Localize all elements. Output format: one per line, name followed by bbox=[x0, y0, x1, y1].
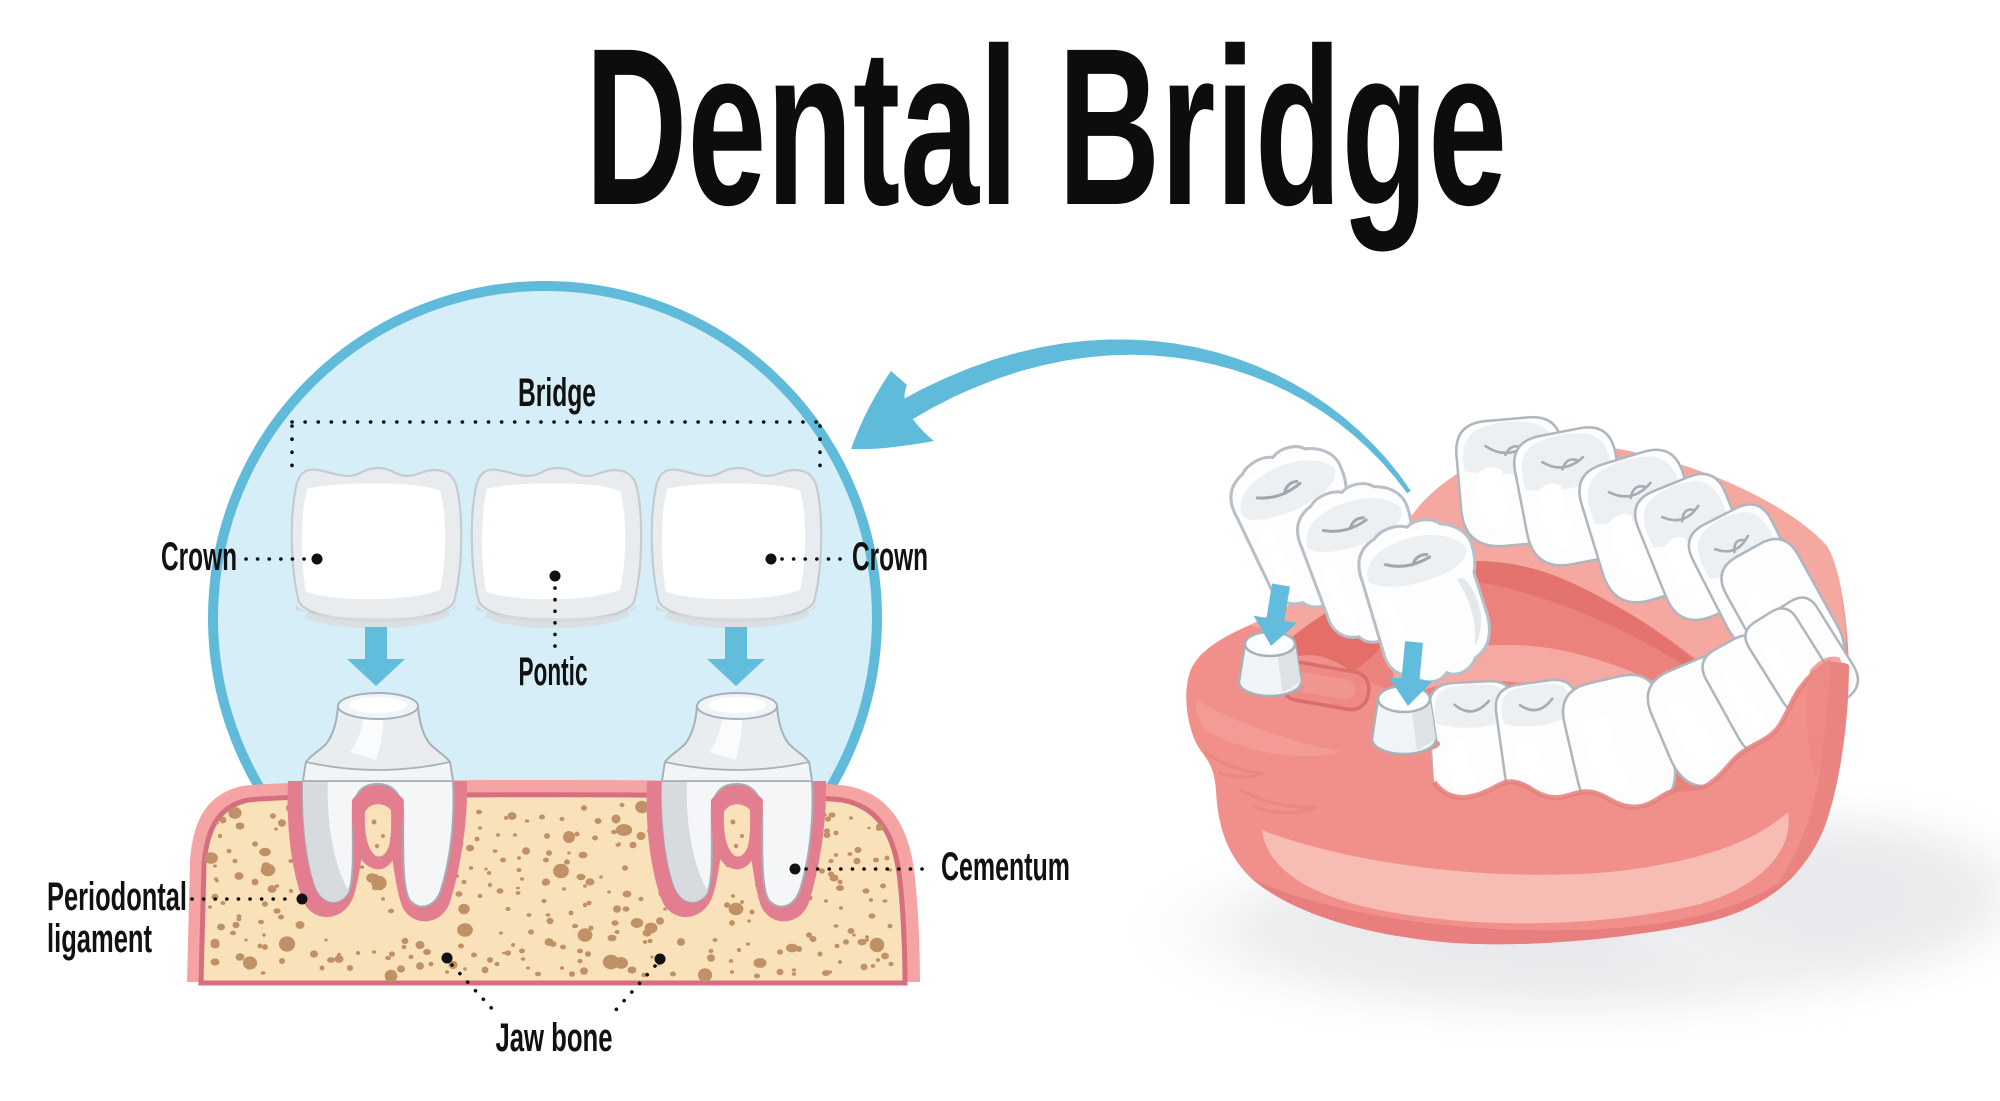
svg-text:Crown: Crown bbox=[852, 535, 928, 579]
svg-text:Pontic: Pontic bbox=[519, 650, 588, 694]
svg-text:Crown: Crown bbox=[161, 535, 237, 579]
svg-text:Bridge: Bridge bbox=[518, 371, 596, 415]
svg-text:Dental Bridge: Dental Bridge bbox=[585, 2, 1507, 252]
svg-text:Jaw bone: Jaw bone bbox=[496, 1016, 613, 1060]
svg-text:ligament: ligament bbox=[47, 917, 152, 961]
svg-text:Periodontal: Periodontal bbox=[47, 875, 187, 919]
svg-text:Cementum: Cementum bbox=[941, 845, 1070, 889]
